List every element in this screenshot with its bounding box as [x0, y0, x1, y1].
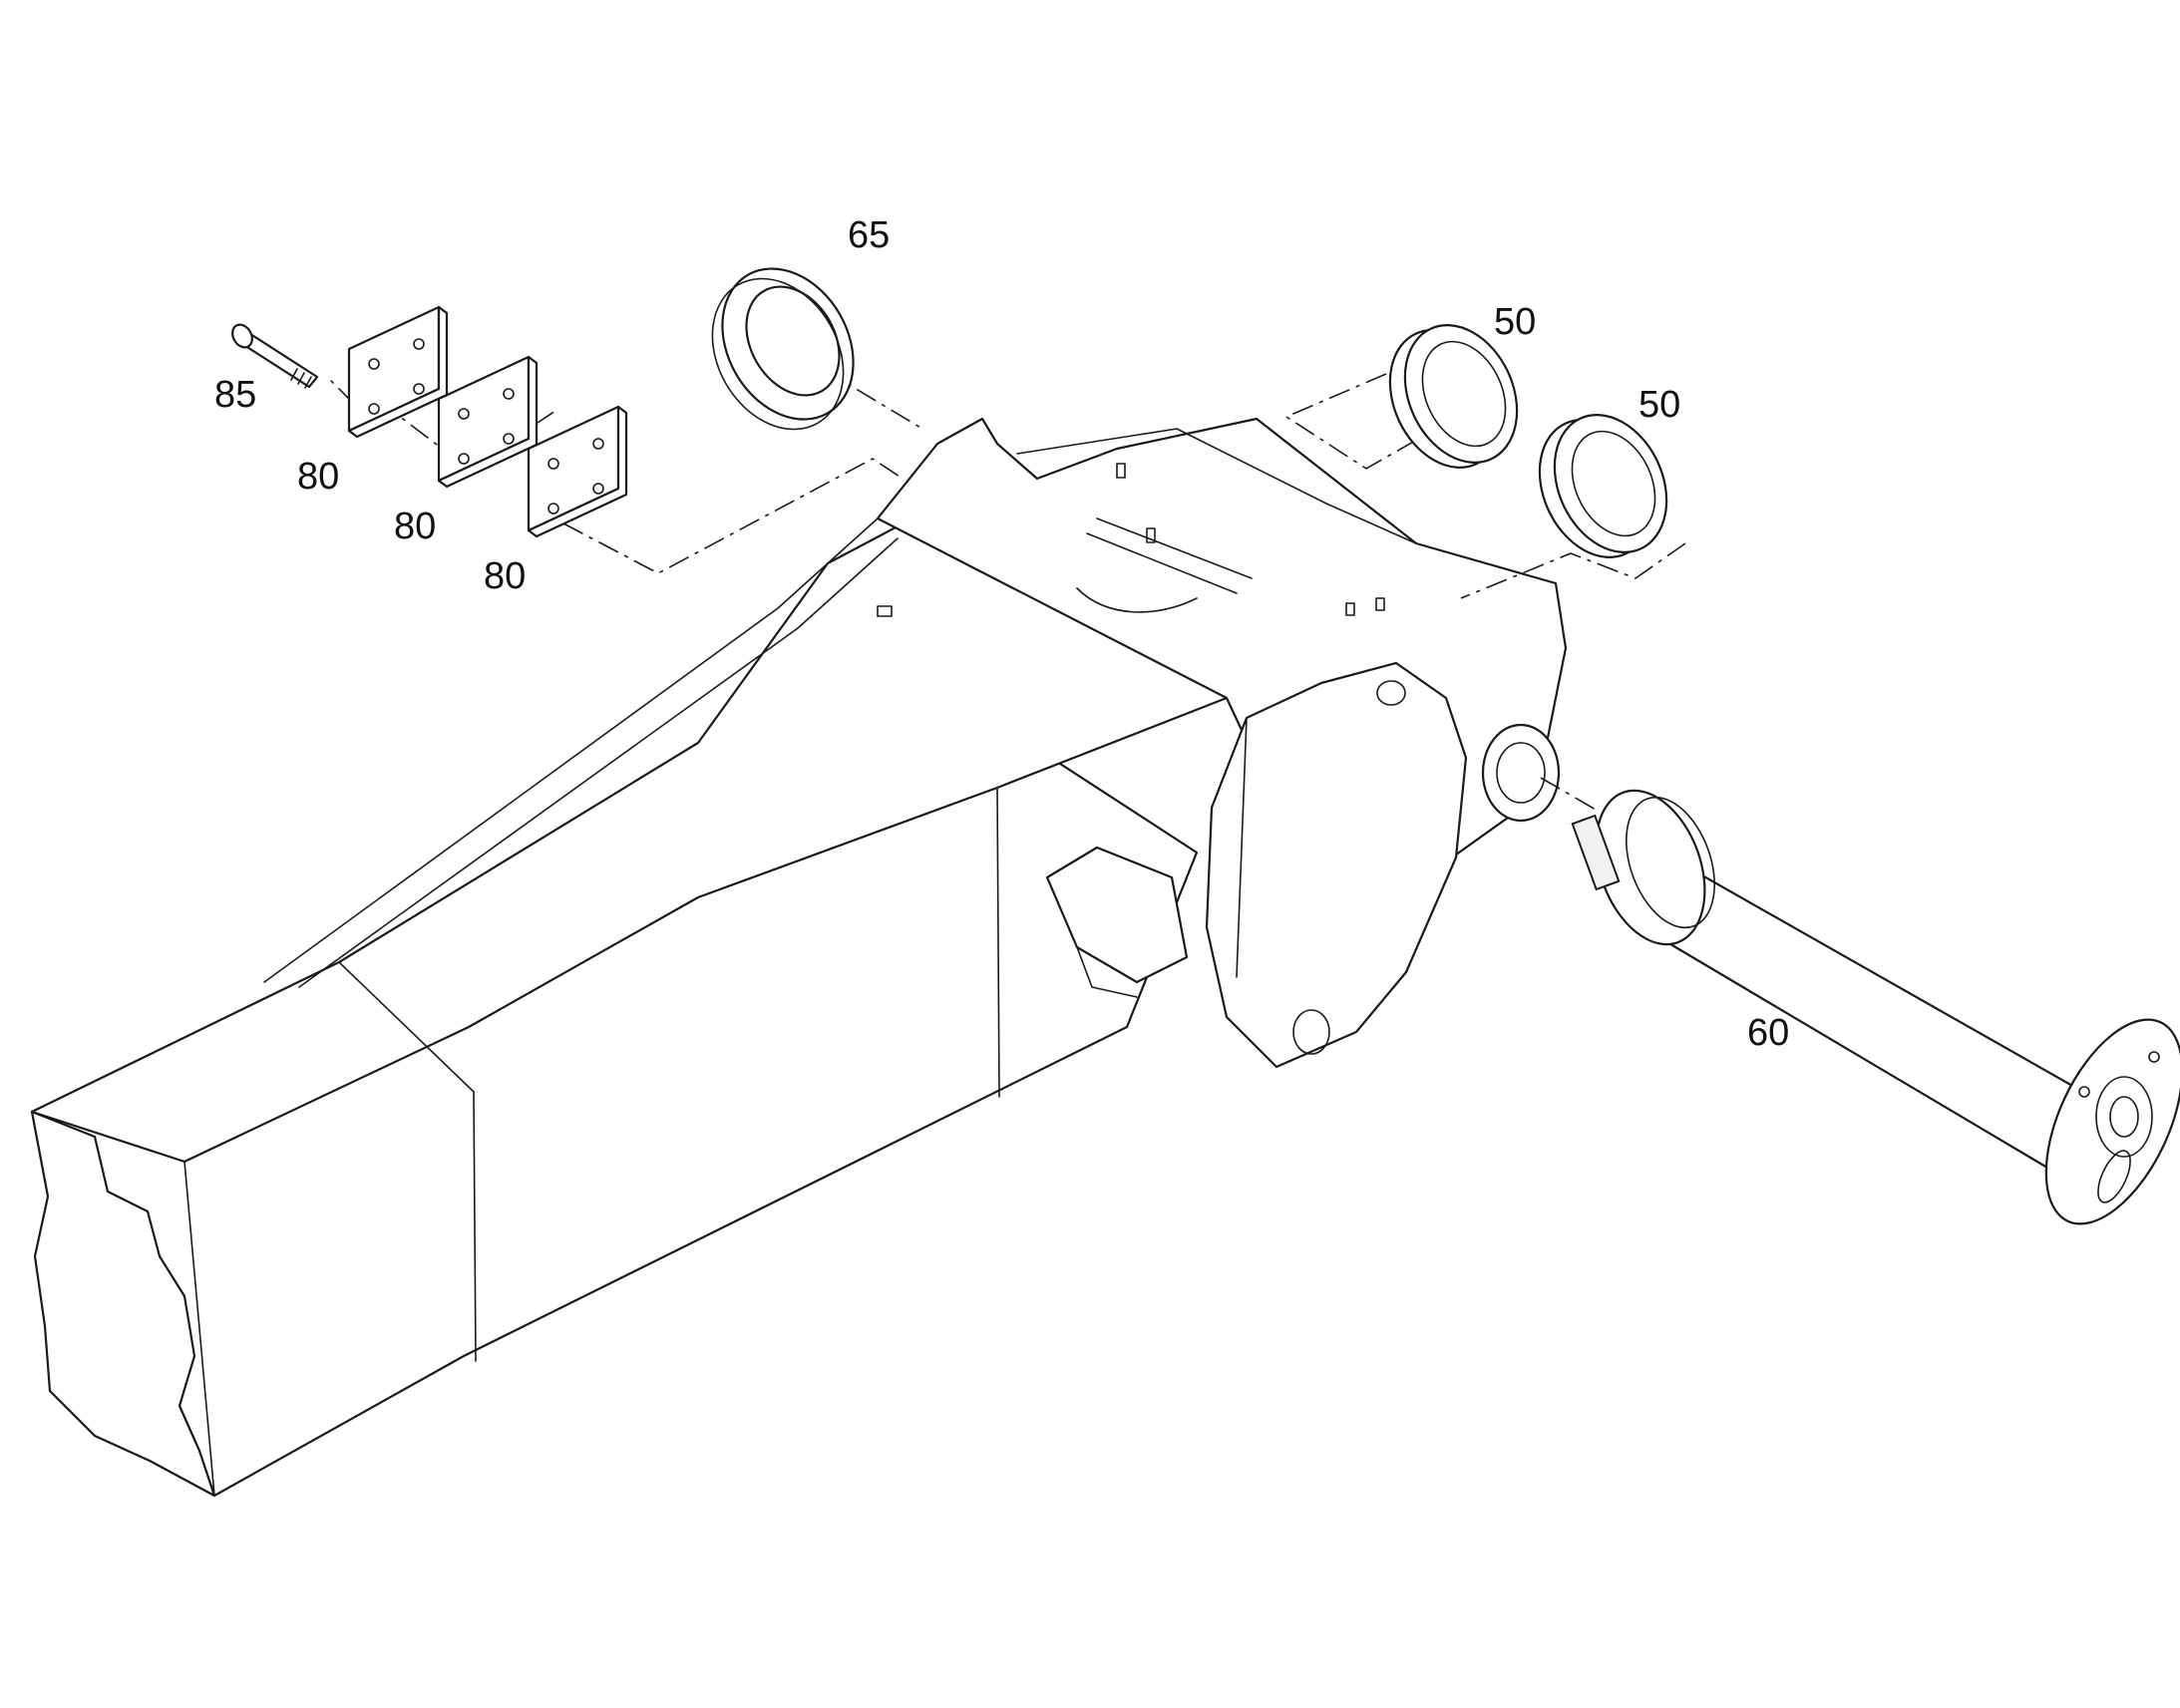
- callout-85: 85: [214, 374, 256, 416]
- seal-ring-65[interactable]: [686, 245, 880, 454]
- callout-50-lower: 50: [1638, 384, 1680, 426]
- shim-plate-80b[interactable]: [437, 355, 539, 489]
- shim-plate-80a[interactable]: [347, 305, 449, 439]
- bushing-50b[interactable]: [1518, 397, 1687, 575]
- callout-80-third: 80: [484, 555, 526, 597]
- callout-80-second: 80: [394, 506, 436, 547]
- callout-50-upper: 50: [1494, 301, 1536, 343]
- boom-body: [30, 417, 1568, 1498]
- shim-plate-80c[interactable]: [527, 405, 628, 538]
- bushing-50a[interactable]: [1368, 307, 1538, 486]
- callout-80-first: 80: [297, 456, 339, 498]
- bolt-85[interactable]: [228, 321, 319, 389]
- callout-65: 65: [848, 214, 890, 256]
- pin-60[interactable]: [1571, 776, 2180, 1244]
- callout-60: 60: [1747, 1012, 1789, 1054]
- callout-labels: 65 50 50 85 80 80 80 60: [214, 214, 1789, 1054]
